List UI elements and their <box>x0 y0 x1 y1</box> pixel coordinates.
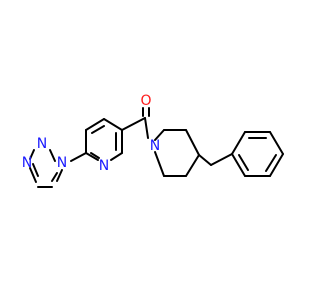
bond <box>154 129 165 141</box>
oxygen-label: O <box>140 93 151 109</box>
bond <box>56 169 63 182</box>
bond <box>110 152 123 161</box>
atom-labels: O N N N N N <box>22 93 160 174</box>
bond <box>231 153 246 177</box>
triazole-n1-label: N <box>57 155 67 171</box>
triazole-n2-label: N <box>37 136 47 152</box>
bond <box>103 118 123 131</box>
triazole-link <box>70 152 87 162</box>
bond <box>231 131 246 155</box>
bond-double-inner <box>265 154 277 172</box>
bond <box>49 149 56 162</box>
bond <box>185 129 200 156</box>
triazole-n4-label: N <box>22 155 32 171</box>
triazole-ring <box>29 149 63 188</box>
bond <box>70 152 87 162</box>
bond <box>29 167 37 183</box>
benzene-ring <box>231 131 284 177</box>
bond <box>121 117 146 131</box>
piperidine-n-label: N <box>150 138 160 154</box>
bond-double-inner <box>238 154 249 171</box>
bond <box>210 153 233 166</box>
bond <box>85 118 105 131</box>
carbonyl-group <box>121 107 150 139</box>
molecule-structure: O N N N N N <box>22 93 284 188</box>
bond <box>269 153 284 177</box>
bond <box>144 117 149 139</box>
molecule-diagram: O N N N N N <box>22 93 284 188</box>
bond <box>185 154 200 177</box>
bond-double-inner <box>32 163 39 177</box>
pyridine-ring <box>85 118 123 161</box>
bond <box>29 149 35 160</box>
benzyl-linker <box>198 153 233 166</box>
bond-double-inner <box>91 125 105 134</box>
bond-double-inner <box>51 172 58 182</box>
bond <box>85 152 99 161</box>
pyridine-n-label: N <box>99 158 109 174</box>
piperidine-ring <box>154 129 200 177</box>
bond <box>269 131 284 155</box>
bond <box>154 151 165 177</box>
bond-double-inner <box>90 152 100 159</box>
bond <box>198 154 212 166</box>
